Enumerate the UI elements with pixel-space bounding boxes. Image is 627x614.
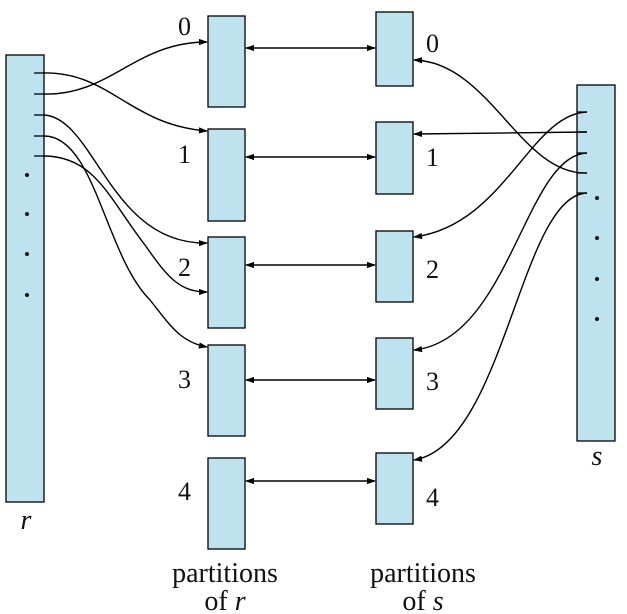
caption-r-var: r [235,586,246,614]
relation-s-ellipsis [595,196,599,321]
partition-r-4 [207,457,246,550]
caption-s-prefix: of [402,586,432,614]
partition-s-4-label: 4 [426,483,439,512]
relation-r-bar [5,54,45,503]
caption-s-line1: partitions [370,558,476,589]
partition-s-4 [375,452,414,525]
r-arrow-tuple2-to-p0 [43,38,208,95]
s-arrow-tuple3-to-p3 [413,152,588,353]
s-arrow-tuple1-to-p2 [413,111,588,240]
partition-s-2 [375,230,414,303]
partition-s-0-label: 0 [426,29,439,58]
partition-pair-connectors [245,44,376,485]
caption-r-line2: of r [204,586,245,614]
relation-r-label: r [21,505,32,536]
partition-s-1-label: 1 [426,143,439,172]
r-arrow-tuple5-to-p2b [43,155,208,296]
caption-s-line2: of s [402,586,443,614]
partition-r-3-label: 3 [178,365,191,394]
s-arrow-tuple5-to-p4 [413,192,588,462]
partition-s-0 [375,11,414,87]
partition-r-0 [207,15,246,108]
r-hash-arrows [43,38,208,349]
caption-s-var: s [433,586,444,614]
partition-r-3 [207,344,246,437]
r-arrow-tuple1-to-p1 [43,72,208,134]
caption-partitions-of-s: partitions of s [370,558,476,614]
relation-s-bar [576,84,616,442]
caption-partitions-of-r: partitions of r [172,558,278,614]
partition-r-0-label: 0 [178,12,191,41]
partition-r-2-label: 2 [178,253,191,282]
relation-r-ellipsis [25,173,29,297]
partition-r-4-label: 4 [178,477,191,506]
partition-s-3-label: 3 [426,367,439,396]
partition-s-2-label: 2 [426,255,439,284]
partition-s-1 [375,121,414,195]
partition-r-2 [207,236,246,329]
relation-s-label: s [592,441,603,472]
relation-r-ticks [34,72,44,157]
partition-r-1-label: 1 [178,140,191,169]
caption-r-line1: partitions [172,558,278,589]
s-arrow-tuple2-to-p1 [413,130,588,138]
partition-s-3 [375,337,414,410]
partition-r-1 [207,128,246,222]
caption-r-prefix: of [204,586,234,614]
s-arrow-tuple4-to-p0 [413,57,588,174]
r-arrow-tuple4-to-p3 [43,135,208,349]
s-hash-arrows [413,57,588,462]
r-arrow-tuple3-to-p2 [43,114,208,247]
